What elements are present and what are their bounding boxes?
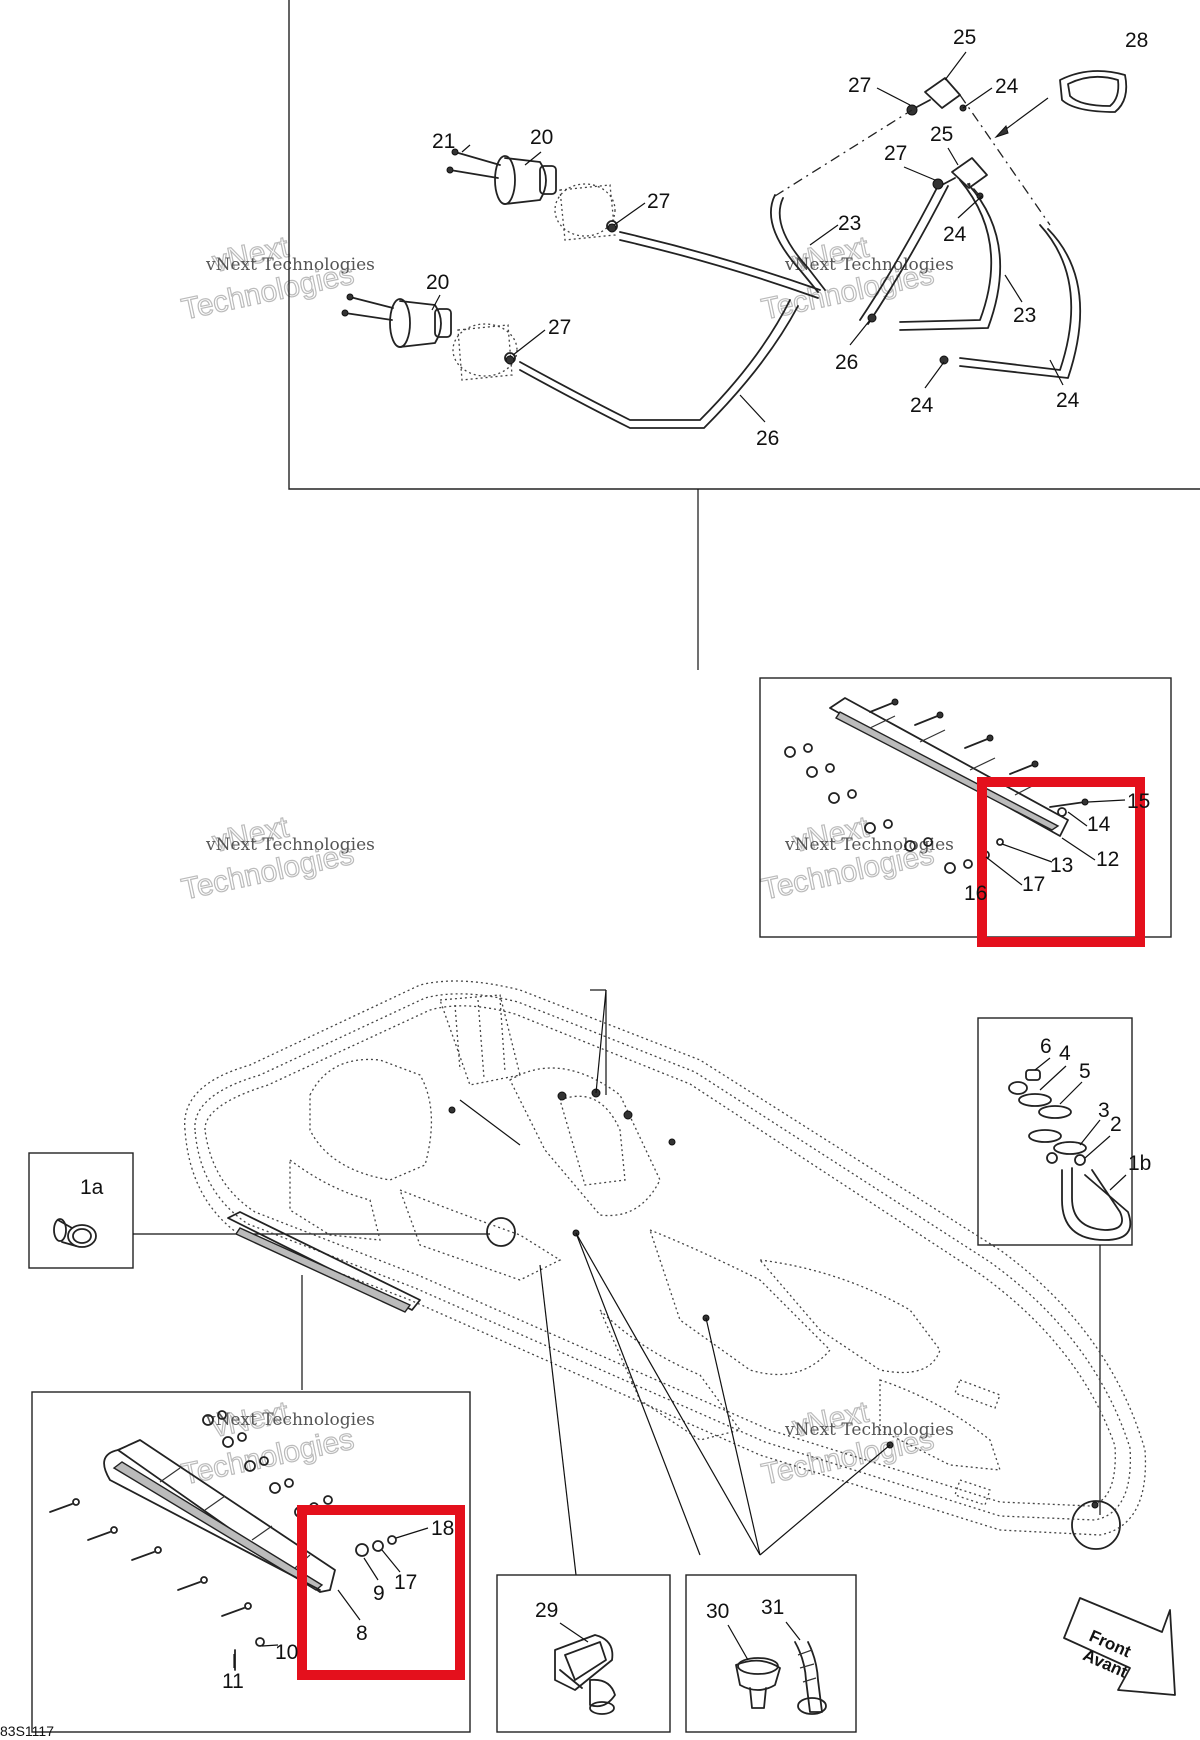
callout-17: 17 [394, 1571, 417, 1594]
callout-31: 31 [761, 1596, 784, 1619]
push-rivet-part [735, 1657, 781, 1709]
highlight-box-left [297, 1505, 465, 1680]
callout-18: 18 [431, 1517, 454, 1540]
callout-4: 4 [1059, 1042, 1071, 1065]
callout-8: 8 [356, 1622, 368, 1645]
callout-14: 14 [1087, 813, 1111, 836]
callout-16: 16 [964, 882, 987, 905]
callout-10: 10 [275, 1641, 298, 1664]
callout-17: 17 [1022, 873, 1045, 896]
callout-27: 27 [647, 190, 670, 213]
callout-21: 21 [432, 130, 455, 153]
callout-24: 24 [943, 223, 967, 246]
callout-26: 23 [1013, 304, 1036, 327]
callout-3: 3 [1098, 1099, 1110, 1122]
watermark-label: vNext Technologies [205, 835, 375, 855]
callout-25: 25 [953, 26, 976, 49]
bolt-set-right [784, 698, 1089, 874]
callout-28: 28 [1125, 29, 1148, 52]
pump-lower [341, 293, 518, 381]
bolt-set-left [49, 1410, 397, 1671]
callouts-top: 25 28 27 24 25 21 20 27 27 23 24 20 27 2… [426, 26, 1148, 450]
panel-sleeve: 1a [28, 1152, 516, 1269]
hull-drawing [184, 980, 1147, 1576]
callout-20: 20 [426, 271, 449, 294]
panel-left-sponson: 18 17 9 8 10 11 [31, 1391, 471, 1733]
callouts-right: 15 14 13 12 17 16 [964, 790, 1150, 905]
callout-15: 15 [1127, 790, 1150, 813]
callout-1a: 1a [80, 1176, 104, 1199]
callout-13: 13 [1050, 854, 1073, 877]
callout-23: 23 [838, 212, 861, 235]
panel-right-sponson: 15 14 13 12 17 16 [590, 677, 1172, 1095]
callout-27: 27 [548, 316, 571, 339]
callout-9: 9 [373, 1582, 385, 1605]
pump-upper [446, 148, 618, 241]
callout-30: 30 [706, 1600, 729, 1623]
drawing-code: 83S1117 [0, 1723, 54, 1739]
watermark-label: vNext Technologies [784, 1420, 954, 1440]
callout-5: 5 [1079, 1060, 1091, 1083]
clip-part [554, 1634, 616, 1715]
panel-ubolt: 6 4 5 3 2 1b [977, 1017, 1151, 1550]
connector-lower [939, 157, 988, 189]
connector-upper [914, 77, 961, 109]
callout-6: 6 [1040, 1035, 1052, 1058]
callout-24: 24 [910, 394, 934, 417]
callout-11: 11 [222, 1670, 244, 1693]
highlight-box-right [977, 777, 1145, 947]
callout-29: 29 [535, 1599, 558, 1622]
callout-12: 12 [1096, 848, 1119, 871]
watermarks: vNext Technologies vNext Technologies vN… [178, 230, 954, 1492]
sleeve-part [53, 1218, 97, 1248]
callout-20: 20 [530, 126, 553, 149]
callout-25: 25 [930, 123, 953, 146]
callout-27: 27 [884, 142, 907, 165]
cable-tie-part [794, 1641, 827, 1715]
ubolt-parts [1008, 1069, 1132, 1241]
callout-2: 2 [1110, 1113, 1122, 1136]
callouts-left: 18 17 9 8 10 11 [222, 1517, 454, 1693]
callout-27: 27 [848, 74, 871, 97]
callout-23: 26 [756, 427, 779, 450]
grommet [1059, 70, 1128, 113]
watermark-label: vNext Technologies [205, 1410, 375, 1430]
panel-fasteners: 30 31 [685, 1574, 857, 1733]
panel-top-hose-assembly: 25 28 27 24 25 21 20 27 27 23 24 20 27 2… [288, 0, 1200, 670]
panel-clip: 29 [496, 1574, 671, 1733]
callouts-fasteners: 30 31 [706, 1596, 784, 1623]
callout-24: 26 [835, 351, 858, 374]
watermark-label: vNext Technologies [784, 255, 954, 275]
callouts-ubolt: 6 4 5 3 2 1b [1040, 1035, 1151, 1175]
callout-1b: 1b [1128, 1152, 1151, 1175]
front-direction-arrow: Front Avant [1063, 1597, 1176, 1696]
watermark-label: vNext Technologies [205, 255, 375, 275]
callout-24: 24 [995, 75, 1019, 98]
callout-26: 24 [1056, 389, 1080, 412]
